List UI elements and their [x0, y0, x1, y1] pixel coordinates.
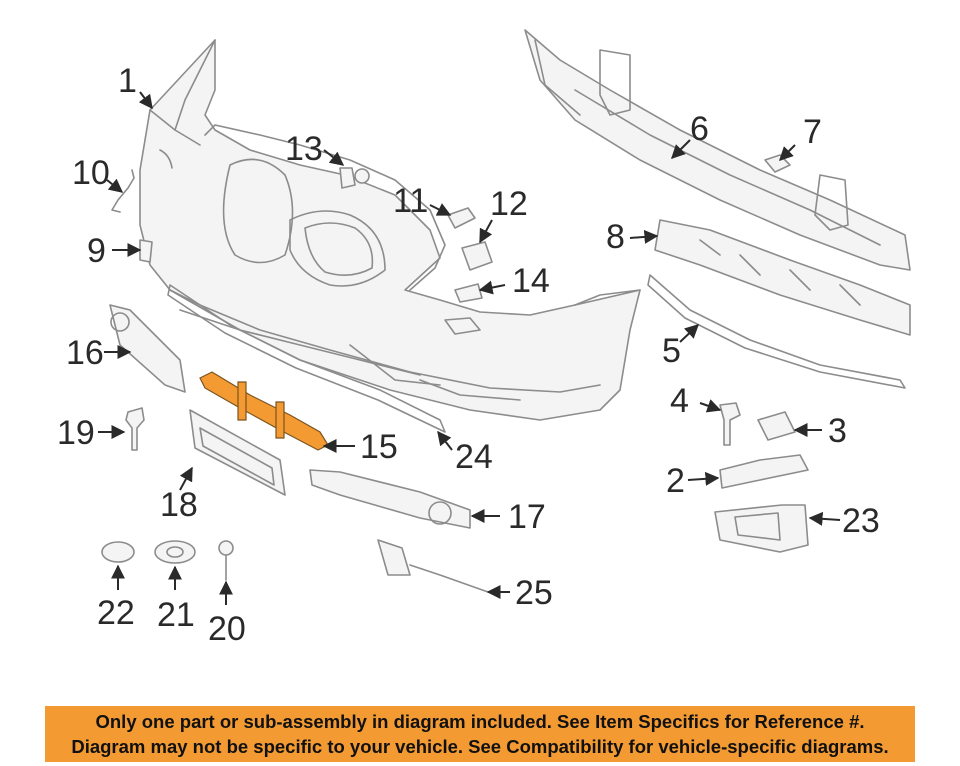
- deflector-strip: [647, 274, 906, 389]
- callout-20: 20: [208, 610, 246, 648]
- callout-1: 1: [118, 62, 137, 100]
- callout-15: 15: [360, 428, 398, 466]
- fog-grille-right: [309, 469, 471, 529]
- energy-absorber: [654, 219, 911, 336]
- notice-line-1: Only one part or sub-assembly in diagram…: [95, 711, 865, 732]
- callout-4: 4: [670, 382, 689, 420]
- callout-7: 7: [803, 113, 822, 151]
- callout-22: 22: [97, 594, 135, 632]
- bumper-reinforcement: [524, 29, 911, 271]
- callout-8: 8: [606, 218, 625, 256]
- callout-18: 18: [160, 486, 198, 524]
- callout-9: 9: [87, 232, 106, 270]
- callout-11: 11: [393, 182, 428, 220]
- callout-10: 10: [72, 154, 110, 192]
- callout-6: 6: [690, 110, 709, 148]
- callout-16: 16: [66, 334, 104, 372]
- callout-3: 3: [828, 412, 847, 450]
- callout-2: 2: [666, 462, 685, 500]
- parts-diagram: 1 10 9 13 11 12 14 6 7 8 5 4 3 2 23 15 2…: [57, 29, 911, 648]
- callout-12: 12: [490, 185, 528, 223]
- callout-17: 17: [508, 498, 546, 536]
- notice-line-2: Diagram may not be specific to your vehi…: [71, 736, 889, 757]
- notice-banner: Only one part or sub-assembly in diagram…: [45, 706, 915, 762]
- callout-5: 5: [662, 332, 681, 370]
- callout-24: 24: [455, 438, 493, 476]
- small-parts: [101, 154, 809, 593]
- callout-21: 21: [157, 596, 195, 634]
- plate-bracket: [189, 409, 286, 496]
- highlighted-bracket-15: [199, 371, 329, 451]
- fog-grille-left: [109, 304, 186, 393]
- callout-23: 23: [842, 502, 880, 540]
- callout-25: 25: [515, 574, 553, 612]
- callout-19: 19: [57, 414, 95, 452]
- leader-lines: [98, 91, 841, 605]
- callout-14: 14: [512, 262, 550, 300]
- bumper-cover: [139, 39, 641, 421]
- callout-13: 13: [285, 130, 323, 168]
